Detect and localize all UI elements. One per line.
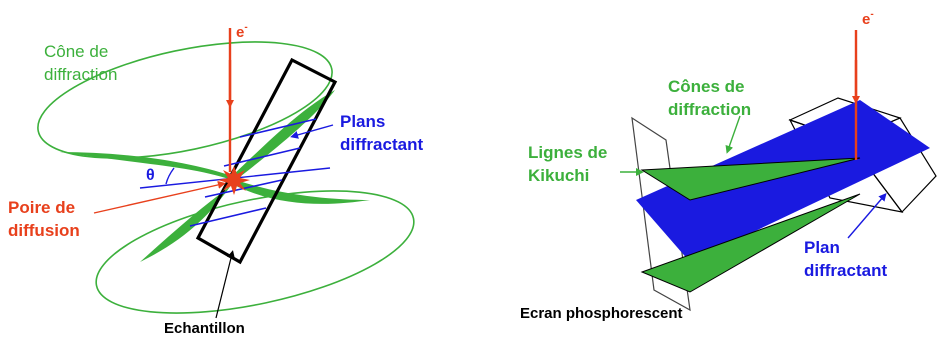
left-electron-label: e- (236, 22, 248, 41)
pear-arrow (93, 180, 226, 214)
left-diagram: e- Cône de diffraction Plans diffractant… (8, 22, 423, 337)
lower-cone-shape-left (140, 182, 236, 262)
cone-label-line1: Cône de (44, 42, 108, 61)
plane-arrow (847, 192, 887, 239)
cone-label-line2: diffraction (44, 65, 117, 84)
scattering-pear (218, 166, 250, 195)
pear-label-line1: Poire de (8, 198, 75, 217)
theta-arc (165, 167, 175, 185)
cones-arrow (725, 115, 741, 154)
right-diagram: e- Cônes de diffraction Lignes de Kikuch… (520, 9, 937, 322)
phosphor-screen (631, 116, 691, 312)
lower-cone-shape (232, 180, 370, 204)
upper-cone (640, 157, 861, 201)
planes-label-line1: Plans (340, 112, 385, 131)
plane-line-4 (189, 207, 267, 227)
planes-arrow (290, 124, 334, 139)
right-electron-label: e- (862, 9, 874, 28)
upper-cone-ellipse (37, 41, 333, 159)
kikuchi-label-line1: Lignes de (528, 143, 607, 162)
screen-label: Ecran phosphorescent (520, 305, 683, 322)
sample-arrow (215, 250, 235, 319)
pear-label-line2: diffusion (8, 221, 80, 240)
plane-label-line2: diffractant (804, 261, 887, 280)
plane-line-1 (239, 118, 317, 138)
upper-cone-shape (60, 152, 232, 180)
theta-label: θ (146, 167, 155, 184)
plane-label-line1: Plan (804, 238, 840, 257)
plane-line-2 (223, 147, 301, 167)
cones-label-line2: diffraction (668, 100, 751, 119)
lower-cone-ellipse (95, 190, 415, 314)
lower-cone (640, 193, 861, 293)
cones-label-line1: Cônes de (668, 77, 745, 96)
kikuchi-label-line2: Kikuchi (528, 166, 589, 185)
planes-label-line2: diffractant (340, 135, 423, 154)
sample-slab (195, 57, 338, 265)
sample-label: Echantillon (164, 320, 245, 337)
